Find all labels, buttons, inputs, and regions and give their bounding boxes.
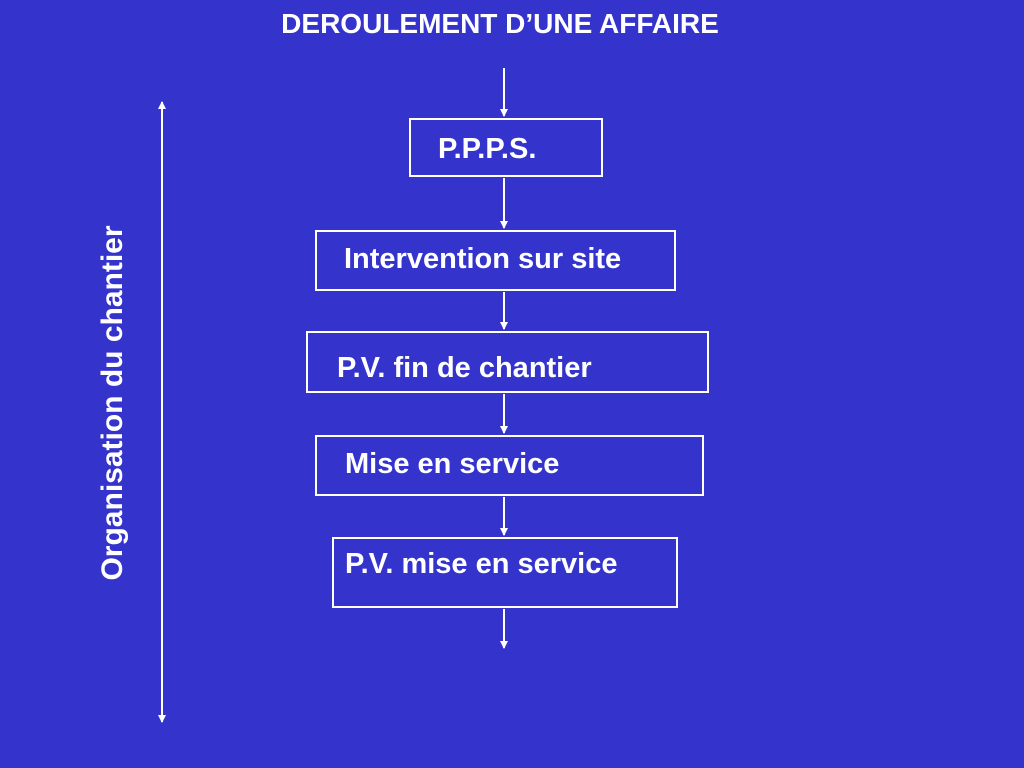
step-pv-mise-en-service-box: P.V. mise en service xyxy=(332,537,678,608)
step-pv-fin-chantier-box: P.V. fin de chantier xyxy=(306,331,709,393)
step-pv-mise-en-service-label: P.V. mise en service xyxy=(345,548,618,580)
side-label-organisation: Organisation du chantier xyxy=(96,225,129,581)
step-intervention-box: Intervention sur site xyxy=(315,230,676,291)
step-intervention-label: Intervention sur site xyxy=(344,243,622,275)
step-ppps-box: P.P.P.S. xyxy=(409,118,603,177)
step-mise-en-service-label: Mise en service xyxy=(345,448,560,480)
step-mise-en-service-box: Mise en service xyxy=(315,435,704,496)
step-ppps-label: P.P.P.S. xyxy=(438,133,537,165)
step-pv-fin-chantier-label: P.V. fin de chantier xyxy=(337,352,592,384)
page-title: DEROULEMENT D’UNE AFFAIRE xyxy=(281,8,719,39)
